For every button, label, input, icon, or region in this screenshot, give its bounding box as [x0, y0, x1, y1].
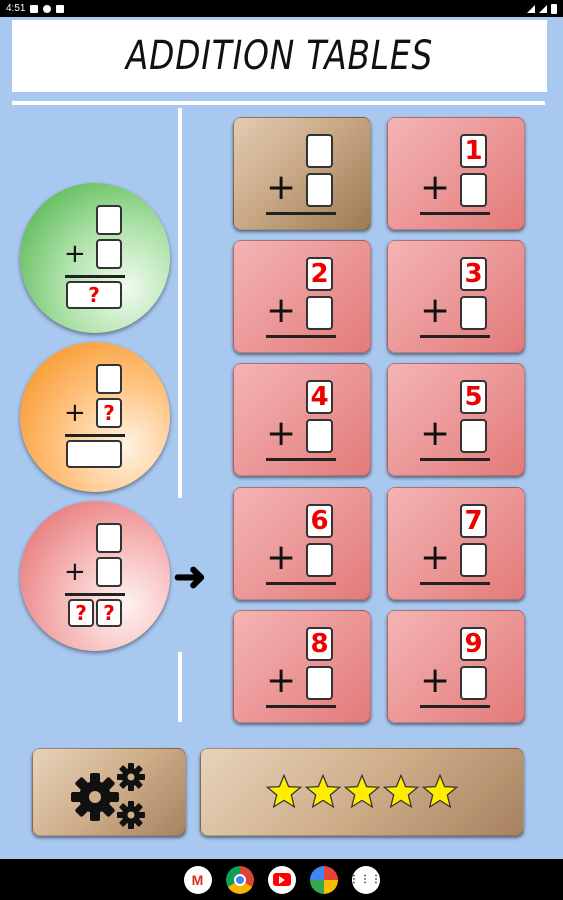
blank-box	[460, 419, 487, 453]
digit-box	[66, 440, 122, 468]
settings-button[interactable]	[32, 748, 186, 836]
table-button[interactable]: +	[233, 117, 371, 230]
divider-vertical	[178, 652, 182, 722]
blank-box	[306, 419, 333, 453]
star-icon	[304, 773, 342, 809]
table-button[interactable]: 3+	[387, 240, 525, 353]
plus-sign: +	[64, 557, 86, 587]
table-number: 9	[460, 627, 487, 661]
blank-box	[306, 543, 333, 577]
digit-box	[96, 557, 122, 587]
photos-icon[interactable]	[309, 865, 338, 894]
status-bar: 4:51	[0, 0, 563, 17]
plus-sign: +	[420, 167, 451, 208]
youtube-icon[interactable]	[267, 865, 296, 894]
page-title: ADDITION TABLES	[125, 33, 434, 79]
plus-sign: +	[266, 537, 297, 578]
table-number	[306, 134, 333, 168]
divider-horizontal	[12, 101, 545, 105]
blank-box	[460, 543, 487, 577]
gmail-icon[interactable]: M	[183, 865, 212, 894]
blank-box	[460, 296, 487, 330]
answer-box: ?	[96, 398, 122, 428]
table-number: 2	[306, 257, 333, 291]
table-button[interactable]: 4+	[233, 363, 371, 476]
sum-bar	[420, 335, 490, 338]
answer-box: ?	[68, 599, 94, 627]
table-number: 3	[460, 257, 487, 291]
table-button[interactable]: 1+	[387, 117, 525, 230]
blank-box	[460, 173, 487, 207]
digit-box	[96, 364, 122, 394]
table-number: 7	[460, 504, 487, 538]
sum-bar	[65, 593, 125, 596]
notification-icon	[43, 4, 52, 13]
digit-box	[96, 205, 122, 235]
table-number: 4	[306, 380, 333, 414]
star-icon	[265, 773, 303, 809]
blank-box	[306, 666, 333, 700]
sum-bar	[420, 705, 490, 708]
gears-icon	[71, 763, 145, 829]
blank-box	[460, 666, 487, 700]
sum-bar	[266, 582, 336, 585]
sum-bar	[65, 434, 125, 437]
table-number: 6	[306, 504, 333, 538]
star-icon	[382, 773, 420, 809]
sum-bar	[266, 212, 336, 215]
table-button[interactable]: 2+	[233, 240, 371, 353]
rating-button[interactable]	[200, 748, 524, 836]
signal-icon	[539, 4, 547, 13]
sum-bar	[266, 705, 336, 708]
plus-sign: +	[420, 537, 451, 578]
mode-two-digit[interactable]: + ? ?	[20, 501, 170, 651]
app-drawer-icon[interactable]: ⋮⋮⋮	[349, 865, 381, 894]
divider-vertical	[178, 108, 182, 498]
status-time: 4:51	[6, 3, 26, 14]
mode-find-addend[interactable]: + ?	[20, 342, 170, 492]
star-rating	[201, 749, 523, 835]
table-button[interactable]: 5+	[387, 363, 525, 476]
title-banner: ADDITION TABLES	[12, 20, 547, 92]
plus-sign: +	[266, 660, 297, 701]
chrome-icon[interactable]	[225, 865, 254, 894]
digit-box	[96, 239, 122, 269]
star-icon	[421, 773, 459, 809]
plus-sign: +	[64, 239, 86, 269]
sum-bar	[65, 275, 125, 278]
notification-icon	[56, 4, 65, 13]
sum-bar	[420, 212, 490, 215]
table-number: 8	[306, 627, 333, 661]
star-icon	[343, 773, 381, 809]
mode-find-sum[interactable]: + ?	[20, 183, 170, 333]
plus-sign: +	[266, 167, 297, 208]
sum-bar	[420, 582, 490, 585]
plus-sign: +	[266, 413, 297, 454]
notification-icon	[30, 4, 39, 13]
digit-box	[96, 523, 122, 553]
sum-bar	[266, 458, 336, 461]
plus-sign: +	[420, 413, 451, 454]
answer-box: ?	[66, 281, 122, 309]
table-button[interactable]: 6+	[233, 487, 371, 600]
table-button[interactable]: 7+	[387, 487, 525, 600]
wifi-icon	[527, 4, 535, 13]
arrow-right-icon: ➜	[173, 555, 207, 599]
answer-box: ?	[96, 599, 122, 627]
nav-bar: M ⋮⋮⋮	[0, 859, 563, 900]
blank-box	[306, 173, 333, 207]
plus-sign: +	[420, 290, 451, 331]
table-button[interactable]: 8+	[233, 610, 371, 723]
table-number: 1	[460, 134, 487, 168]
battery-icon	[551, 3, 557, 14]
sum-bar	[266, 335, 336, 338]
plus-sign: +	[266, 290, 297, 331]
plus-sign: +	[420, 660, 451, 701]
sum-bar	[420, 458, 490, 461]
table-number: 5	[460, 380, 487, 414]
table-button[interactable]: 9+	[387, 610, 525, 723]
plus-sign: +	[64, 398, 86, 428]
blank-box	[306, 296, 333, 330]
